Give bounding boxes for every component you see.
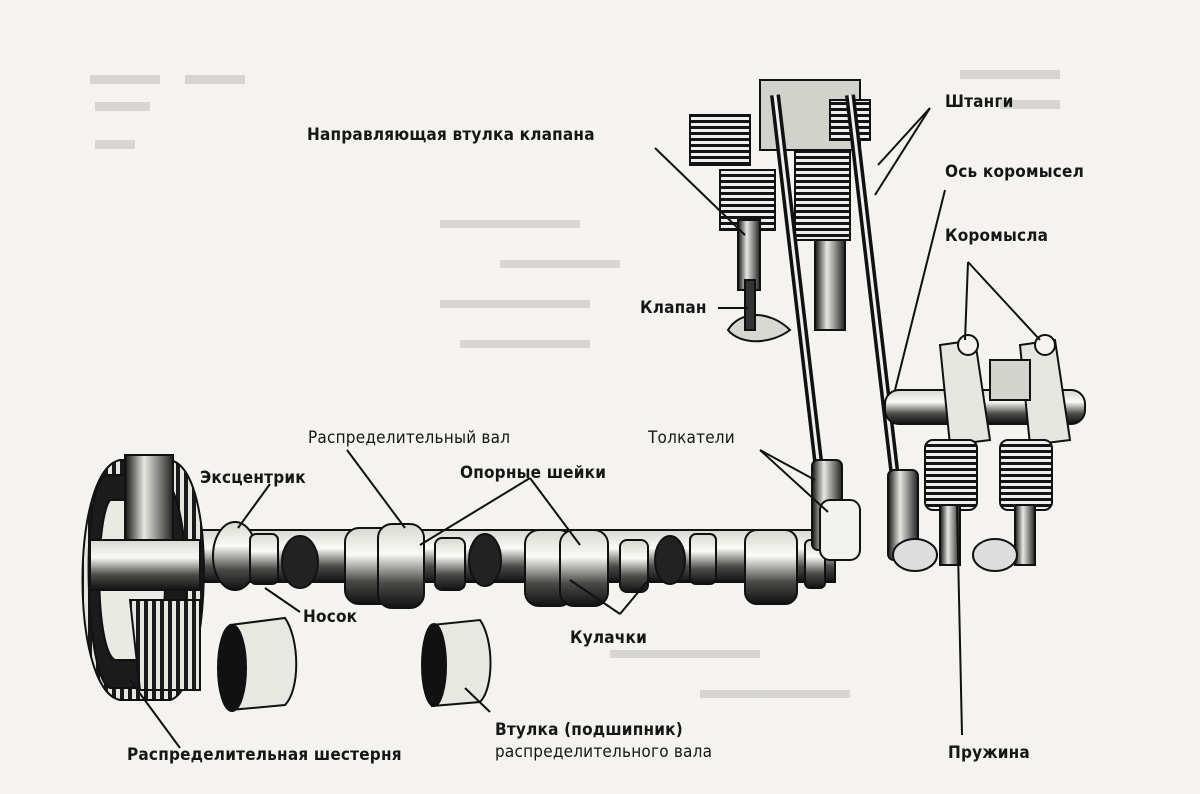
- label-timing-gear: Распределительная шестерня: [127, 745, 402, 765]
- label-journals: Опорные шейки: [460, 463, 607, 483]
- label-rockers: Коромысла: [945, 226, 1049, 246]
- valve-springs: [892, 439, 1053, 572]
- label-push-rods: Штанги: [945, 92, 1014, 112]
- label-camshaft: Распределительный вал: [308, 428, 511, 448]
- timing-gear: [81, 454, 205, 701]
- leader-lines: [129, 107, 1041, 749]
- label-eccentric: Эксцентрик: [200, 468, 306, 488]
- bushings: [217, 616, 492, 712]
- label-bushing-line2: распределительного вала: [495, 742, 713, 762]
- label-valve: Клапан: [640, 298, 707, 318]
- label-spring: Пружина: [948, 743, 1030, 763]
- label-gear-tooth: Носок: [303, 607, 358, 627]
- label-rocker-axis: Ось коромысел: [945, 162, 1084, 182]
- tappets: [811, 459, 919, 561]
- label-tappets: Толкатели: [648, 428, 735, 448]
- rocker-assembly: [884, 334, 1086, 447]
- push-rods: [770, 94, 905, 521]
- background-text-traces: [90, 70, 1060, 698]
- label-bushing-line1: Втулка (подшипник): [495, 720, 683, 740]
- label-valve-guide: Направляющая втулка клапана: [307, 125, 595, 145]
- label-cams: Кулачки: [570, 628, 647, 648]
